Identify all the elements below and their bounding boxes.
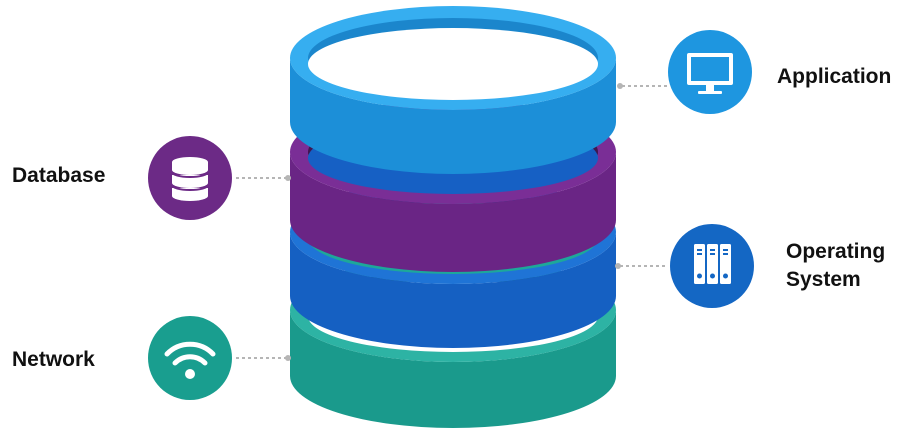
database-badge <box>148 136 232 220</box>
network-label: Network <box>12 348 95 371</box>
database-label: Database <box>12 164 105 187</box>
application-badge <box>668 30 752 114</box>
operating-system-label-line2: System <box>786 268 861 291</box>
application-label: Application <box>777 65 891 88</box>
server-rack-icon <box>694 244 731 284</box>
connector-dots <box>285 83 623 361</box>
operating-system-label: Operating <box>786 240 885 263</box>
database-icon <box>172 157 208 201</box>
network-badge <box>148 316 232 400</box>
connectors <box>236 85 668 359</box>
operating-system-badge <box>670 224 754 308</box>
wifi-icon <box>164 341 216 366</box>
application-ring <box>290 6 616 174</box>
monitor-icon <box>687 53 733 94</box>
